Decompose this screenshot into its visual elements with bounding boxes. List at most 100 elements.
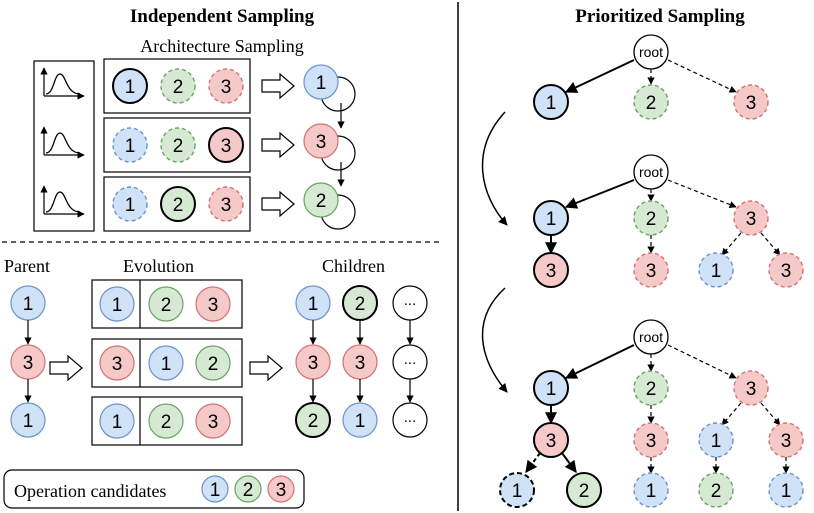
node-label: 3 (355, 353, 366, 374)
node-label: 1 (125, 136, 136, 157)
node-label: 3 (308, 353, 319, 374)
node-circle (698, 252, 734, 288)
tree-node: 1 (533, 84, 569, 120)
tree-node: 3 (733, 370, 769, 406)
evolution-arrow (49, 354, 83, 382)
root-node: root (633, 34, 669, 70)
tree-node: 1 (633, 472, 669, 508)
tree-edge (760, 232, 781, 256)
child-node: 1 (342, 402, 378, 438)
parent-label: Parent (4, 256, 50, 276)
node-label: 1 (112, 295, 123, 316)
child-node: ... (392, 344, 428, 380)
tree-node: 1 (533, 200, 569, 236)
node-label: 3 (746, 93, 757, 114)
tree-node: 3 (733, 200, 769, 236)
node-label: 2 (711, 481, 722, 502)
node-label: 3 (781, 261, 792, 282)
node-label: 1 (308, 294, 319, 315)
node-label: 3 (208, 412, 219, 433)
sampling-row-box (103, 117, 251, 173)
tree-edge (667, 179, 737, 208)
node-label: ... (404, 351, 417, 368)
node-circle (99, 403, 135, 439)
node-label: 1 (546, 209, 557, 230)
node-circle (160, 68, 196, 104)
candidate-node: 1 (112, 127, 148, 163)
node-circle (201, 475, 229, 503)
node-circle (195, 345, 231, 381)
node-label: 1 (23, 411, 34, 432)
node-label: 3 (221, 77, 232, 98)
node-label: 1 (23, 294, 34, 315)
node-label: 2 (161, 295, 172, 316)
node-circle (234, 475, 262, 503)
legend-node: 2 (234, 475, 262, 503)
child-node: 2 (295, 402, 331, 438)
node-label: 3 (112, 354, 123, 375)
node-circle (303, 123, 339, 159)
node-circle (698, 472, 734, 508)
node-circle (148, 403, 184, 439)
node-label: 3 (221, 195, 232, 216)
evolution-node: 1 (99, 286, 135, 322)
tree-node: 3 (633, 252, 669, 288)
svg-text:root: root (639, 329, 663, 345)
node-label: 3 (23, 353, 34, 374)
node-label: 3 (316, 132, 327, 153)
child-node: 2 (342, 285, 378, 321)
node-label: 1 (125, 195, 136, 216)
node-label: 3 (546, 261, 557, 282)
chosen-node: 3 (303, 123, 339, 159)
node-label: 1 (161, 354, 172, 375)
node-circle (10, 402, 46, 438)
distribution-icon (40, 126, 85, 159)
left-subtitle: Architecture Sampling (140, 36, 303, 56)
node-circle (99, 286, 135, 322)
node-label: 2 (173, 77, 184, 98)
node-label: 3 (746, 379, 757, 400)
node-circle (208, 186, 244, 222)
node-label: 2 (646, 379, 657, 400)
svg-text:root: root (639, 164, 663, 180)
svg-text:root: root (639, 44, 663, 60)
node-label: 3 (746, 209, 757, 230)
node-circle (499, 472, 535, 508)
node-label: ... (404, 409, 417, 426)
legend-box (3, 469, 305, 509)
parent-node: 3 (10, 344, 46, 380)
tree-edge (564, 179, 635, 209)
tree-edge (667, 344, 737, 379)
child-node: 1 (295, 285, 331, 321)
node-circle (733, 84, 769, 120)
node-circle (148, 345, 184, 381)
sampling-row-box (103, 58, 251, 114)
tree-edge (564, 59, 635, 93)
evolution-node: 3 (195, 286, 231, 322)
node-label: 2 (646, 209, 657, 230)
tree-node: 3 (633, 422, 669, 458)
node-label: 2 (355, 294, 366, 315)
node-circle (195, 286, 231, 322)
node-circle (733, 370, 769, 406)
tree-node: 3 (533, 422, 569, 458)
tree-edge (760, 402, 781, 426)
node-label: 1 (512, 481, 523, 502)
evolution-row-box (91, 279, 243, 329)
node-circle (195, 403, 231, 439)
root-node: root (633, 154, 669, 190)
candidate-node: 3 (208, 127, 244, 163)
node-circle (148, 286, 184, 322)
node-label: 1 (781, 481, 792, 502)
tree-node: 1 (698, 422, 734, 458)
node-circle (533, 252, 569, 288)
tree-node: 1 (499, 472, 535, 508)
evolution-row-box (91, 396, 243, 446)
child-node: ... (392, 402, 428, 438)
sampling-row-box (103, 176, 251, 232)
node-circle (733, 200, 769, 236)
node-label: 3 (781, 431, 792, 452)
node-circle (768, 252, 804, 288)
node-circle (633, 472, 669, 508)
